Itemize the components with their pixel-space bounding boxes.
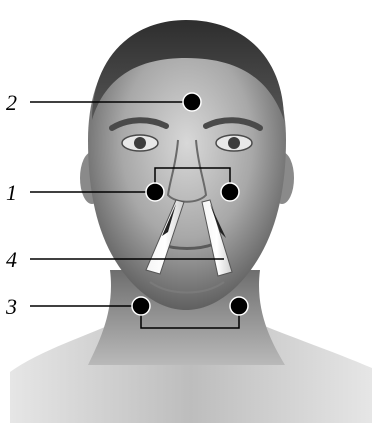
right-iris <box>228 137 240 149</box>
label-1: 1 <box>6 180 17 205</box>
point-3-left-marker <box>132 297 150 315</box>
left-iris <box>134 137 146 149</box>
label-2: 2 <box>6 90 17 115</box>
point-3-right-marker <box>230 297 248 315</box>
label-4: 4 <box>6 247 17 272</box>
point-2-marker <box>183 93 201 111</box>
label-3: 3 <box>5 294 17 319</box>
point-1-right-marker <box>221 183 239 201</box>
point-1-left-marker <box>146 183 164 201</box>
